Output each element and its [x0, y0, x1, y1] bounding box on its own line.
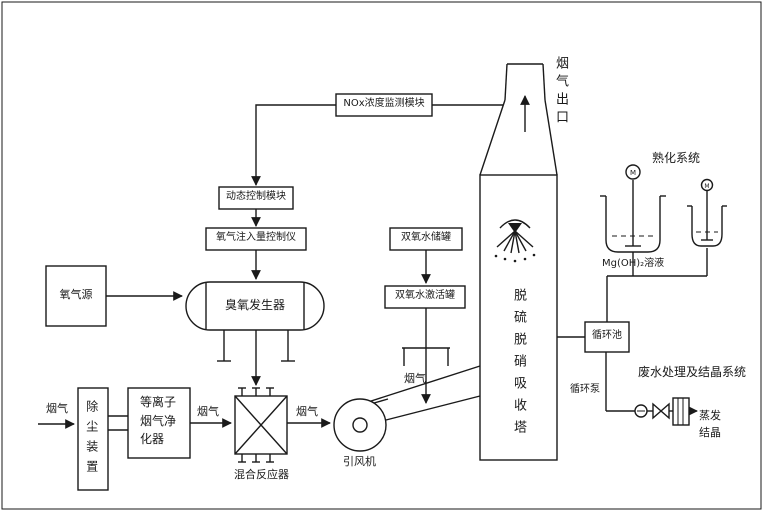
h2o2-storage-tank-label: 双氧水储罐 [401, 232, 451, 243]
flue-gas-outlet-label: 烟气出口 [552, 56, 568, 128]
flue-gas-label: 烟气 [197, 405, 219, 418]
circulation-pool-box [584, 321, 630, 353]
h2o2-storage-box [389, 227, 463, 251]
h2o2-activation-box [384, 285, 466, 309]
maturation-system-label: 熟化系统 [652, 151, 701, 165]
evaporation-crystallization-label: 蒸发结晶 [699, 409, 721, 439]
motor-label: M [704, 183, 709, 190]
absorption-tower-shape [479, 63, 558, 461]
oxygen-injection-controller-label: 氧气注入量控制仪 [216, 232, 296, 243]
nox-monitor-box [335, 93, 433, 117]
oxygen-source-label: 氧气源 [59, 288, 93, 301]
dust-collector-box [77, 387, 109, 491]
oxygen-controller-box [205, 227, 307, 251]
wastewater-system-label: 废水处理及结晶系统 [638, 365, 747, 379]
outlet-duct [367, 365, 481, 421]
induced-fan-label: 引风机 [343, 455, 376, 468]
mixing-reactor-label: 混合反应器 [234, 468, 289, 481]
dust-collector-label: 除尘装置 [84, 400, 99, 480]
nox-monitor-module-label: NOx浓度监测模块 [343, 98, 425, 109]
h2o2-activation-tank-label: 双氧水激活罐 [395, 290, 455, 301]
circulation-pool-label: 循环池 [592, 330, 622, 341]
flue-gas-label: 烟气 [296, 405, 318, 418]
plasma-purifier-box [127, 387, 191, 459]
oxygen-source-box [45, 265, 107, 327]
flue-gas-label: 烟气 [404, 372, 426, 385]
plasma-purifier-label: 等离子烟气净化器 [140, 395, 177, 447]
absorption-tower-label: 脱硫脱硝吸收塔 [510, 288, 526, 442]
maturation-vessels: M M [600, 164, 727, 253]
ozone-generator-vessel [185, 281, 325, 362]
flue-gas-inlet-label: 烟气 [46, 402, 68, 415]
mgoh2-solution-label: Mg(OH)₂溶液 [602, 258, 665, 269]
pump-valve-assembly [634, 397, 690, 426]
h2o2-injection-lines [402, 347, 450, 404]
dynamic-control-box [218, 186, 294, 210]
ozone-generator-label: 臭氧发生器 [224, 298, 285, 312]
dynamic-control-module-label: 动态控制模块 [226, 191, 286, 202]
mixing-reactor-shape [234, 387, 288, 463]
connector-lines [38, 104, 708, 431]
motor-label: M [630, 169, 636, 177]
circulation-pump-label: 循环泵 [570, 384, 600, 395]
induced-fan-shape [333, 398, 389, 452]
